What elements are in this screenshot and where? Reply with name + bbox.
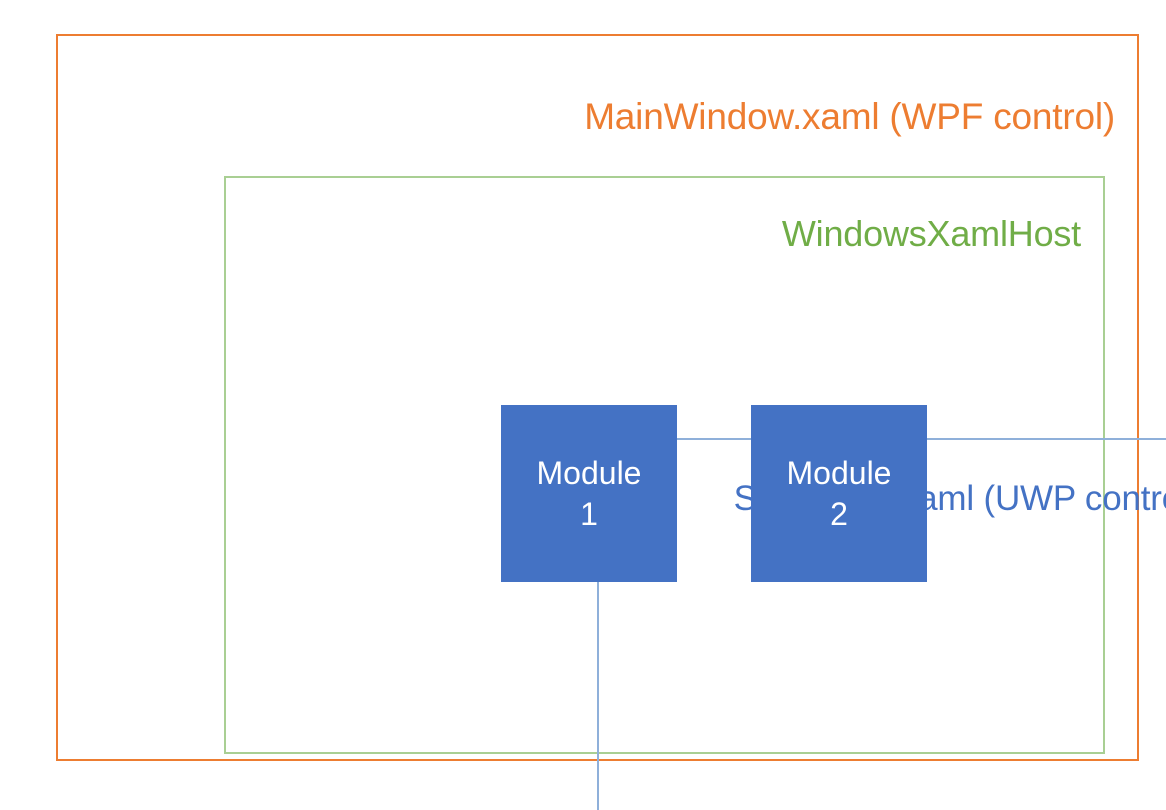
module-1-name: Module: [536, 454, 642, 491]
module-2-name: Module: [786, 454, 892, 491]
module-box-2: Module 2: [751, 405, 927, 582]
layer-mainwindow-xaml: MainWindow.xaml (WPF control) WindowsXam…: [56, 34, 1166, 810]
module-1-number: 1: [580, 495, 598, 532]
module-2-number: 2: [830, 495, 848, 532]
module-box-1: Module 1: [501, 405, 677, 582]
layer-label-mainwindow-xaml: MainWindow.xaml (WPF control): [584, 96, 1115, 137]
layer-label-windowsxamlhost: WindowsXamlHost: [781, 213, 1081, 254]
